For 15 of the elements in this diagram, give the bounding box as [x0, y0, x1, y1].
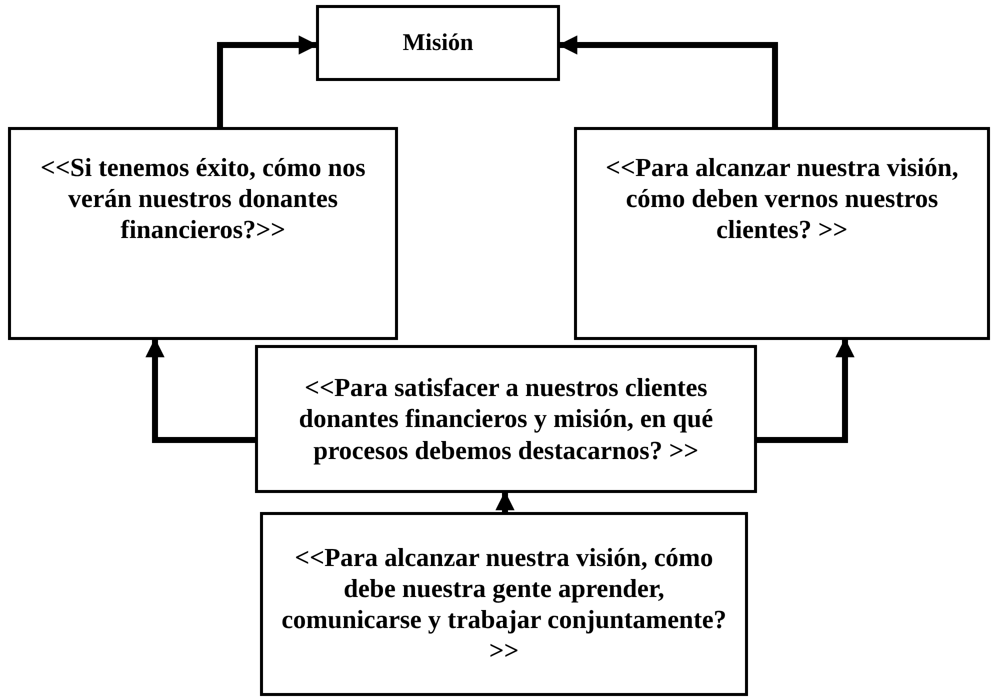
- box-text: <<Para satisfacer a nuestros clientes donantes financieros y misión, en qué procesos debemos destacarnos? >>: [298, 372, 714, 466]
- text-box: [316, 5, 560, 81]
- box-text: <<Si tenemos éxito, cómo nos verán nuestros donantes financieros?>>: [40, 152, 366, 246]
- box-text: Misión: [402, 28, 474, 58]
- text-box: [255, 345, 757, 493]
- arrow: [145, 338, 255, 443]
- arrow: [757, 338, 855, 443]
- box-text: <<Para alcanzar nuestra visión, cómo deben vernos nuestros clientes? >>: [604, 152, 960, 246]
- text-box: [260, 512, 748, 696]
- box-text: <<Para alcanzar nuestra visión, cómo debe nuestra gente aprender, comunicarse y trabajar conjuntamente?>>: [280, 542, 728, 666]
- text-box: [574, 127, 990, 340]
- arrow: [495, 491, 515, 512]
- arrow: [217, 35, 318, 127]
- text-box: [8, 127, 398, 340]
- arrow: [558, 35, 778, 127]
